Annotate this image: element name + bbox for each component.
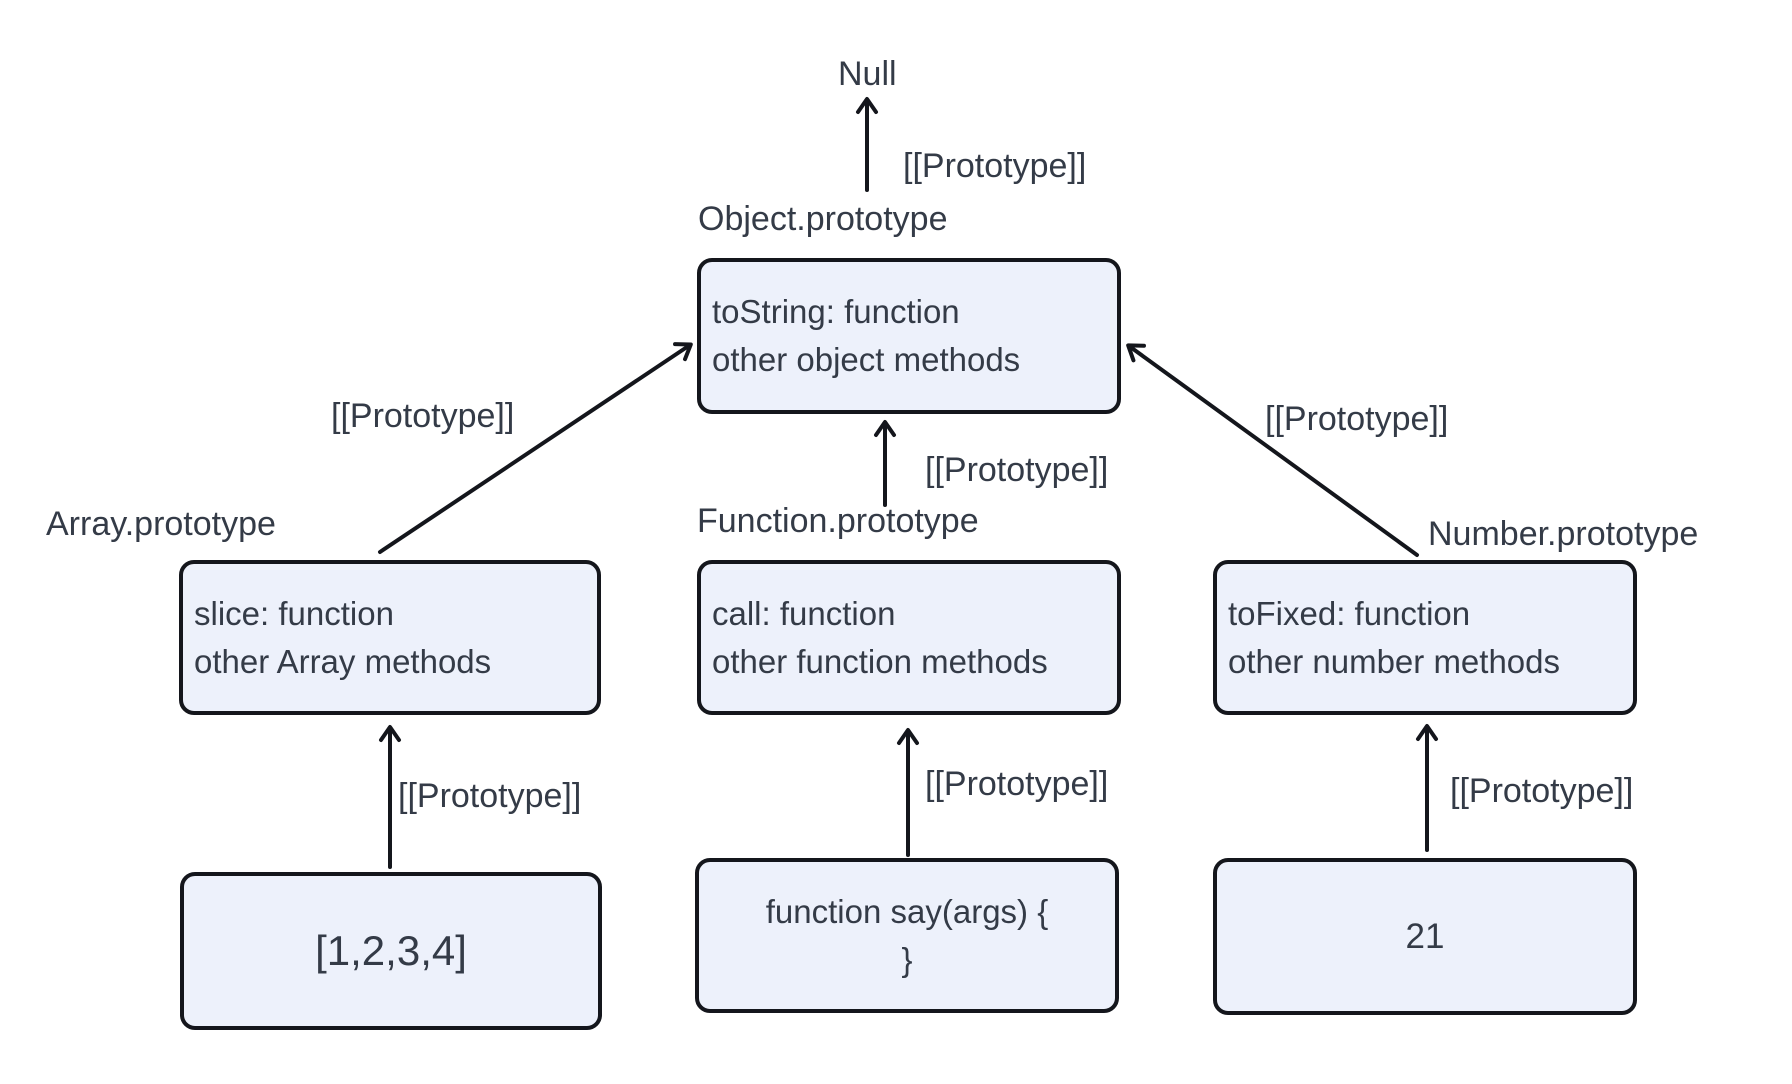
number-prototype-title: Number.prototype — [1428, 515, 1699, 553]
array-prototype-box: slice: function other Array methods — [179, 560, 601, 715]
object-prototype-title: Object.prototype — [698, 200, 948, 238]
function-prototype-line2: other function methods — [712, 642, 1048, 680]
object-prototype-box: toString: function other object methods — [697, 258, 1121, 414]
array-prototype-line2: other Array methods — [194, 642, 492, 680]
function-prototype-box: call: function other function methods — [697, 560, 1121, 715]
number-prototype-line1: toFixed: function — [1228, 594, 1471, 632]
function-instance-line2: } — [901, 940, 913, 978]
function-prototype-title: Function.prototype — [697, 502, 979, 540]
object-prototype-line2: other object methods — [712, 341, 1021, 378]
number-prototype-line2: other number methods — [1228, 642, 1561, 680]
edge-label-number-instance: [[Prototype]] — [1450, 772, 1634, 810]
number-instance-box: 21 — [1213, 858, 1637, 1015]
number-instance-value: 21 — [1405, 916, 1445, 956]
edge-number-to-object-arrow — [1126, 343, 1419, 557]
edge-label-number-to-object: [[Prototype]] — [1265, 400, 1449, 438]
number-prototype-box: toFixed: function other number methods — [1213, 560, 1637, 715]
edge-label-array-to-object: [[Prototype]] — [331, 397, 515, 435]
array-instance-box: [1,2,3,4] — [180, 872, 602, 1030]
object-prototype-line1: toString: function — [712, 293, 960, 330]
edge-label-function-to-object: [[Prototype]] — [925, 451, 1109, 489]
null-label: Null — [838, 55, 897, 93]
function-prototype-line1: call: function — [712, 594, 896, 632]
edge-label-array-instance: [[Prototype]] — [398, 777, 582, 815]
edge-label-function-instance: [[Prototype]] — [925, 765, 1109, 803]
array-prototype-line1: slice: function — [194, 594, 394, 632]
edge-label-object-to-null: [[Prototype]] — [903, 147, 1087, 185]
array-instance-value: [1,2,3,4] — [315, 927, 467, 974]
edge-array-to-object-arrow — [378, 342, 693, 554]
function-instance-box: function say(args) { } — [695, 858, 1119, 1013]
array-prototype-title: Array.prototype — [46, 505, 276, 543]
function-instance-line1: function say(args) { — [765, 892, 1049, 930]
